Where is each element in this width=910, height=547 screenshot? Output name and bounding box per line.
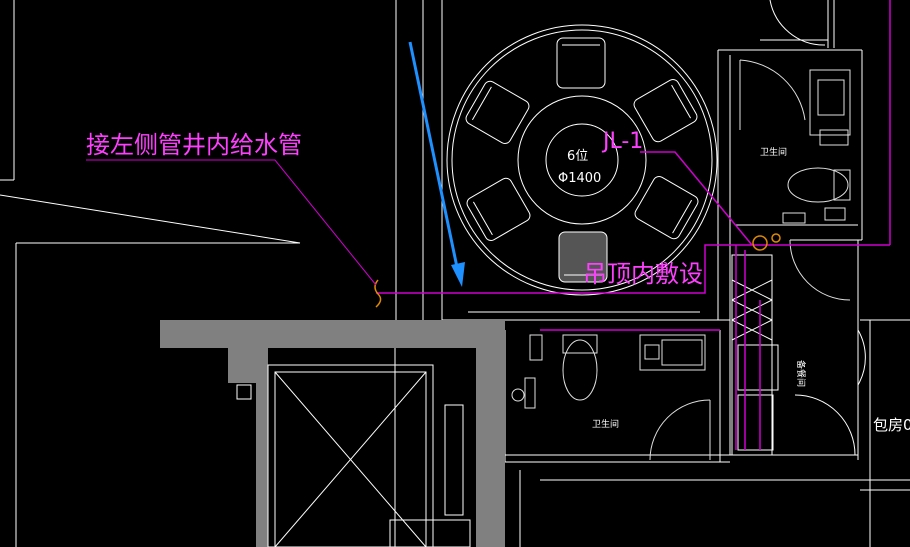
room-label-storage: 备餐间 [795,360,807,387]
room-label-private-room: 包房05 [873,416,910,434]
table-diameter-label: Φ1400 [558,171,601,186]
pipe-riser-symbol-2 [771,233,781,243]
dining-table-6-seat [446,24,718,296]
upper-bathroom-fixtures [739,59,851,301]
pipe-riser-symbol [752,235,768,251]
pipe-tag-jl1: JL-1 [601,129,643,154]
chair-bottom [558,231,608,283]
concrete-walls [160,320,505,547]
pantry-shelving [731,0,866,456]
left-note-leader [86,159,377,286]
elevator-shaft [236,364,471,547]
room-label-bathroom-lower: 卫生间 [592,418,619,430]
chair-lower-left [466,177,531,241]
room-label-bathroom-upper: 卫生间 [760,146,787,158]
chair-upper-right [633,79,698,143]
water-pipes [376,0,891,450]
left-note-text: 接左侧管井内给水管 [86,131,302,159]
table-seat-label: 6位 [567,149,588,164]
pointer-arrow [408,41,465,287]
ceiling-note-text: 吊顶内敷设 [583,260,703,288]
chair-upper-left [465,80,530,144]
chair-top [556,37,606,89]
lower-bathroom-fixtures [511,334,711,461]
chair-lower-right [634,176,699,240]
